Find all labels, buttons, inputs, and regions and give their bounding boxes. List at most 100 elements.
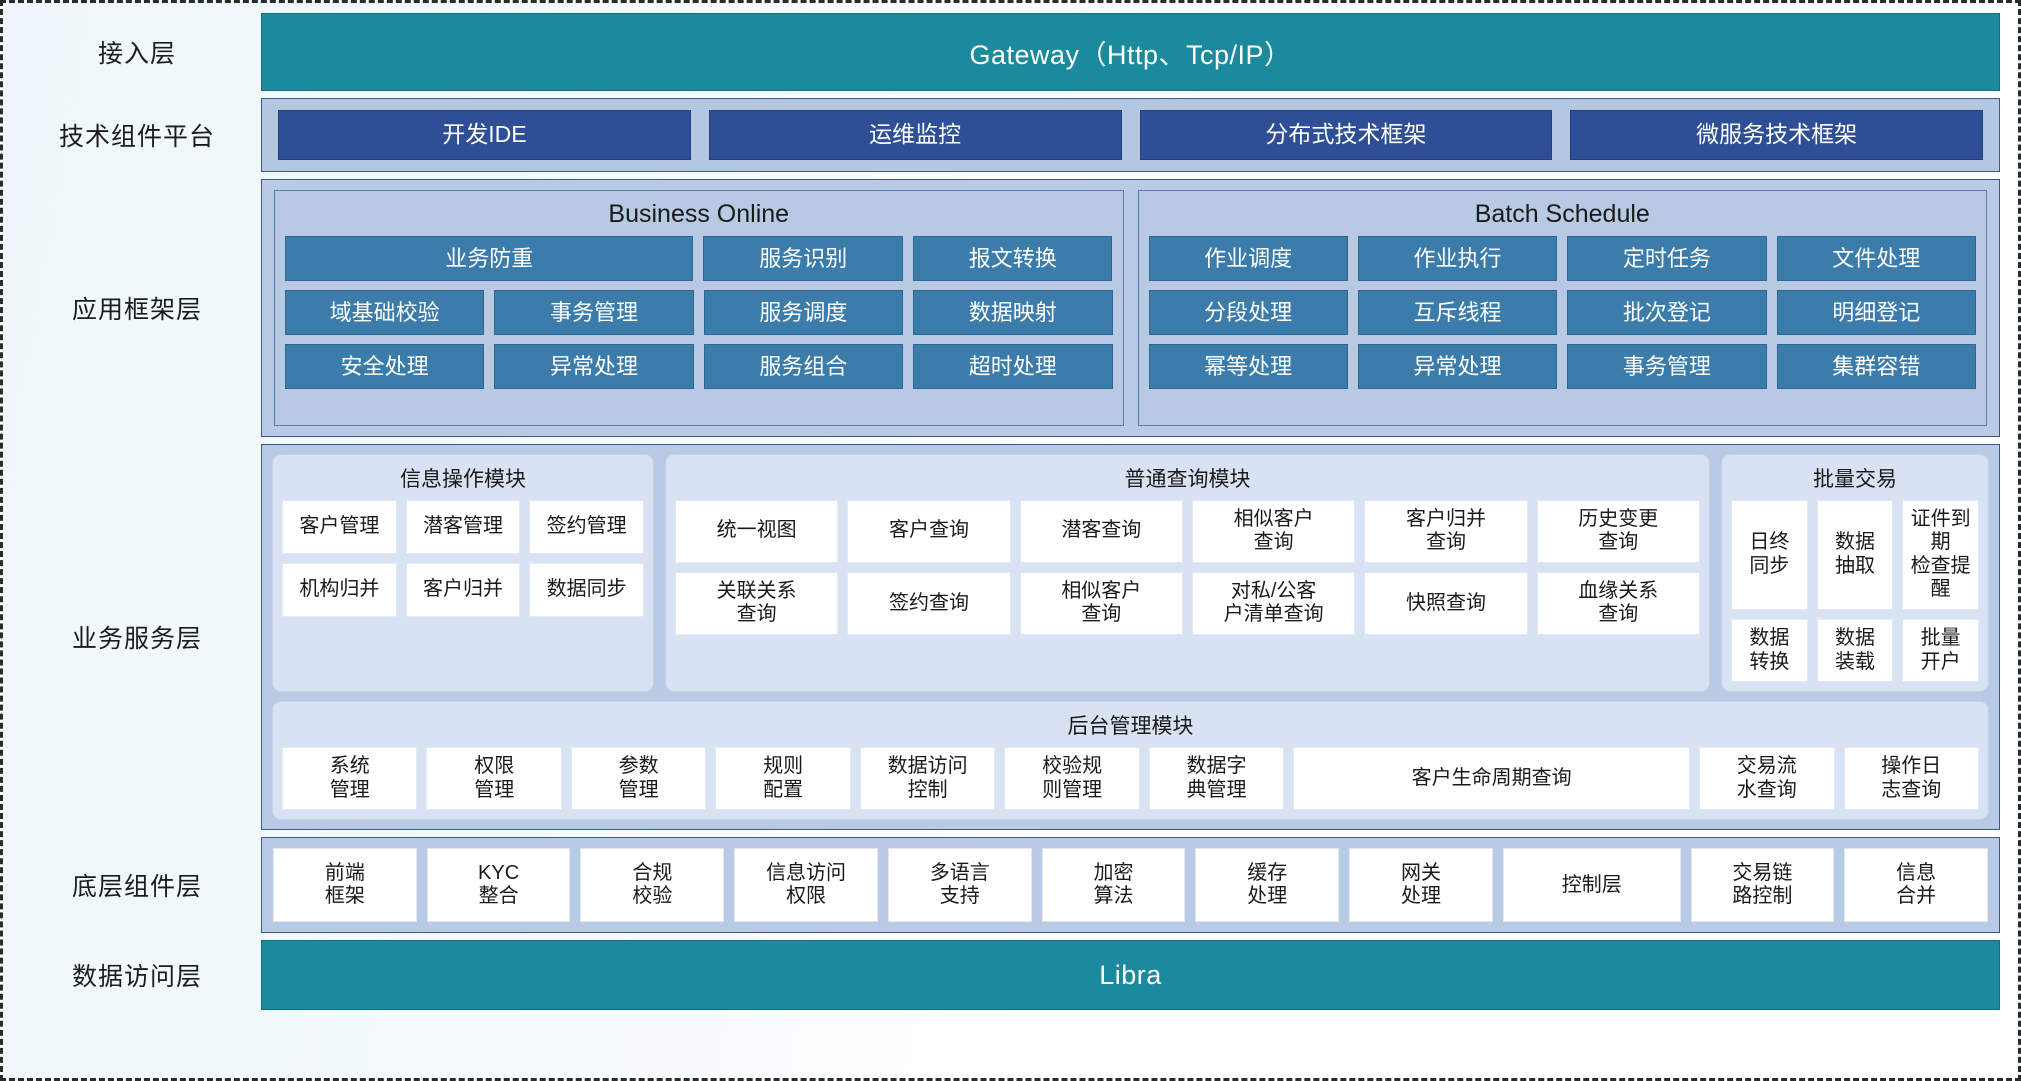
cell-rule-config[interactable]: 规则配置 xyxy=(715,747,851,811)
layer-access: 接入层 Gateway（Http、Tcp/IP） xyxy=(13,13,2000,91)
cell-multilanguage-support[interactable]: 多语言支持 xyxy=(887,848,1032,923)
chip-data-mapping[interactable]: 数据映射 xyxy=(913,289,1113,336)
cell-control-layer[interactable]: 控制层 xyxy=(1502,848,1681,923)
cell-relation-query[interactable]: 关联关系查询 xyxy=(675,571,839,635)
chip-security-handling[interactable]: 安全处理 xyxy=(285,344,485,390)
chip-detail-register[interactable]: 明细登记 xyxy=(1776,289,1976,336)
cell-unified-view[interactable]: 统一视图 xyxy=(675,499,839,563)
chip-idempotent-handling[interactable]: 幂等处理 xyxy=(1148,344,1348,390)
grid-business-online: 业务防重 服务识别 报文转换 域基础校验 事务管理 服务调度 数据映射 xyxy=(285,235,1113,390)
cell-data-extract[interactable]: 数据抽取 xyxy=(1816,499,1894,610)
layer-label-app-framework: 应用框架层 xyxy=(71,295,202,324)
cell-contract-mgmt[interactable]: 签约管理 xyxy=(529,499,645,554)
chip-service-dispatch[interactable]: 服务调度 xyxy=(703,289,904,336)
cell-data-load[interactable]: 数据装载 xyxy=(1816,618,1894,683)
cell-customer-merge-query[interactable]: 客户归并查询 xyxy=(1364,499,1528,563)
cell-permission-mgmt[interactable]: 权限管理 xyxy=(426,747,562,811)
layer-business-service: 业务服务层 信息操作模块 客户管理 潜客管理 签约管理 xyxy=(13,443,2000,831)
chip-batch-register[interactable]: 批次登记 xyxy=(1567,289,1767,336)
cell-compliance-check[interactable]: 合规校验 xyxy=(580,848,725,923)
chip-exception-handling[interactable]: 异常处理 xyxy=(494,344,694,390)
cell-row: 机构归并 客户归并 数据同步 xyxy=(282,562,645,617)
cell-data-access-control[interactable]: 数据访问控制 xyxy=(859,747,996,811)
chip-job-schedule[interactable]: 作业调度 xyxy=(1148,235,1348,281)
cell-eod-sync[interactable]: 日终同步 xyxy=(1731,499,1808,610)
cell-gateway-handling[interactable]: 网关处理 xyxy=(1349,848,1493,923)
module-title-batch-transaction: 批量交易 xyxy=(1813,467,1897,491)
layer-stack: 接入层 Gateway（Http、Tcp/IP） 技术组件平台 开发IDE 运维… xyxy=(13,13,2000,1068)
cell-prospect-query[interactable]: 潜客查询 xyxy=(1019,499,1183,563)
cell-row: 客户管理 潜客管理 签约管理 xyxy=(282,499,645,554)
cell-operation-log-query[interactable]: 操作日志查询 xyxy=(1843,747,1979,811)
cell-encryption-algorithm[interactable]: 加密算法 xyxy=(1041,848,1186,923)
layer-label-base-components: 底层组件层 xyxy=(71,873,202,902)
cell-validation-rule-mgmt[interactable]: 校验规则管理 xyxy=(1004,747,1140,811)
cell-data-transform[interactable]: 数据转换 xyxy=(1731,618,1808,683)
chip-mutex-thread[interactable]: 互斥线程 xyxy=(1357,289,1558,336)
cell-info-access-permission[interactable]: 信息访问权限 xyxy=(734,848,878,923)
chip-service-identify[interactable]: 服务识别 xyxy=(703,235,903,281)
layer-body-data-access: Libra xyxy=(261,940,2000,1011)
cell-row: 系统管理 权限管理 参数管理 规则配置 数据访问控制 校验规则管理 数据字典管理… xyxy=(282,747,1979,811)
layer-body-access: Gateway（Http、Tcp/IP） xyxy=(261,13,2000,91)
cell-customer-mgmt[interactable]: 客户管理 xyxy=(282,499,397,554)
chip-business-dedup[interactable]: 业务防重 xyxy=(285,235,694,281)
chip-batch-exception-handling[interactable]: 异常处理 xyxy=(1357,344,1558,390)
cell-parameter-mgmt[interactable]: 参数管理 xyxy=(570,747,707,811)
chip-cluster-fault-tolerance[interactable]: 集群容错 xyxy=(1776,344,1976,390)
tech-chip-distributed-framework[interactable]: 分布式技术框架 xyxy=(1139,110,1553,160)
grid-row: 分段处理 互斥线程 批次登记 明细登记 xyxy=(1148,289,1976,336)
libra-bar[interactable]: Libra xyxy=(261,940,2000,1011)
group-title-batch-schedule: Batch Schedule xyxy=(1474,199,1650,228)
cell-cert-expiry-reminder[interactable]: 证件到期检查提醒 xyxy=(1902,499,1980,610)
cell-similar-customer-query[interactable]: 相似客户查询 xyxy=(1191,499,1356,563)
module-cells: 客户管理 潜客管理 签约管理 机构归并 客户归并 数据同步 xyxy=(282,499,645,683)
tech-chip-microservice-framework[interactable]: 微服务技术框架 xyxy=(1570,110,1983,160)
layer-data-access: 数据访问层 Libra xyxy=(13,940,2000,1011)
cell-history-change-query[interactable]: 历史变更查询 xyxy=(1536,499,1700,563)
cell-batch-account-open[interactable]: 批量开户 xyxy=(1902,618,1980,683)
tech-chip-ide[interactable]: 开发IDE xyxy=(278,110,691,160)
cell-customer-query[interactable]: 客户查询 xyxy=(847,499,1011,563)
chip-timed-task[interactable]: 定时任务 xyxy=(1567,235,1767,281)
layer-app-framework: 应用框架层 Business Online 业务防重 服务识别 报文转换 域 xyxy=(13,178,2000,437)
module-info-operations: 信息操作模块 客户管理 潜客管理 签约管理 机构归并 客户归并 xyxy=(272,453,654,693)
chip-job-execute[interactable]: 作业执行 xyxy=(1357,235,1558,281)
cell-data-dictionary-mgmt[interactable]: 数据字典管理 xyxy=(1148,747,1285,811)
app-framework-panel: Business Online 业务防重 服务识别 报文转换 域基础校验 事务管… xyxy=(261,178,2000,437)
cell-cache-handling[interactable]: 缓存处理 xyxy=(1195,848,1340,923)
chip-timeout-handling[interactable]: 超时处理 xyxy=(913,344,1113,390)
cell-similar-customer-query-2[interactable]: 相似客户查询 xyxy=(1019,571,1183,635)
cell-customer-merge[interactable]: 客户归并 xyxy=(405,562,521,617)
group-title-business-online: Business Online xyxy=(608,199,790,228)
chip-message-transform[interactable]: 报文转换 xyxy=(912,235,1113,281)
chip-transaction-mgmt[interactable]: 事务管理 xyxy=(494,289,694,336)
cell-prospect-mgmt[interactable]: 潜客管理 xyxy=(405,499,521,554)
cell-info-merge[interactable]: 信息合并 xyxy=(1844,848,1989,923)
cell-transaction-flow-query[interactable]: 交易流水查询 xyxy=(1699,747,1835,811)
module-cells: 日终同步 数据抽取 证件到期检查提醒 数据转换 数据装载 批量开户 xyxy=(1731,499,1980,683)
group-business-online: Business Online 业务防重 服务识别 报文转换 域基础校验 事务管… xyxy=(274,189,1124,426)
tech-chip-ops-monitor[interactable]: 运维监控 xyxy=(708,110,1122,160)
gateway-bar[interactable]: Gateway（Http、Tcp/IP） xyxy=(261,13,2000,91)
cell-system-mgmt[interactable]: 系统管理 xyxy=(282,747,418,811)
cell-lineage-query[interactable]: 血缘关系查询 xyxy=(1536,571,1700,635)
cell-org-merge[interactable]: 机构归并 xyxy=(282,562,397,617)
cell-snapshot-query[interactable]: 快照查询 xyxy=(1364,571,1528,635)
cell-personal-corporate-list-query[interactable]: 对私/公客户清单查询 xyxy=(1191,571,1356,635)
cell-frontend-framework[interactable]: 前端框架 xyxy=(273,848,417,923)
cell-customer-lifecycle-query[interactable]: 客户生命周期查询 xyxy=(1293,747,1691,811)
cell-row: 日终同步 数据抽取 证件到期检查提醒 xyxy=(1731,499,1980,610)
chip-domain-validation[interactable]: 域基础校验 xyxy=(285,289,485,336)
chip-file-handling[interactable]: 文件处理 xyxy=(1776,235,1976,281)
chip-service-composition[interactable]: 服务组合 xyxy=(703,344,904,390)
grid-row: 业务防重 服务识别 报文转换 xyxy=(285,235,1113,281)
chip-segment-handling[interactable]: 分段处理 xyxy=(1148,289,1348,336)
chip-batch-transaction-mgmt[interactable]: 事务管理 xyxy=(1567,344,1767,390)
cell-contract-query[interactable]: 签约查询 xyxy=(847,571,1011,635)
cell-data-sync[interactable]: 数据同步 xyxy=(529,562,645,617)
cell-transaction-chain-control[interactable]: 交易链路控制 xyxy=(1690,848,1835,923)
